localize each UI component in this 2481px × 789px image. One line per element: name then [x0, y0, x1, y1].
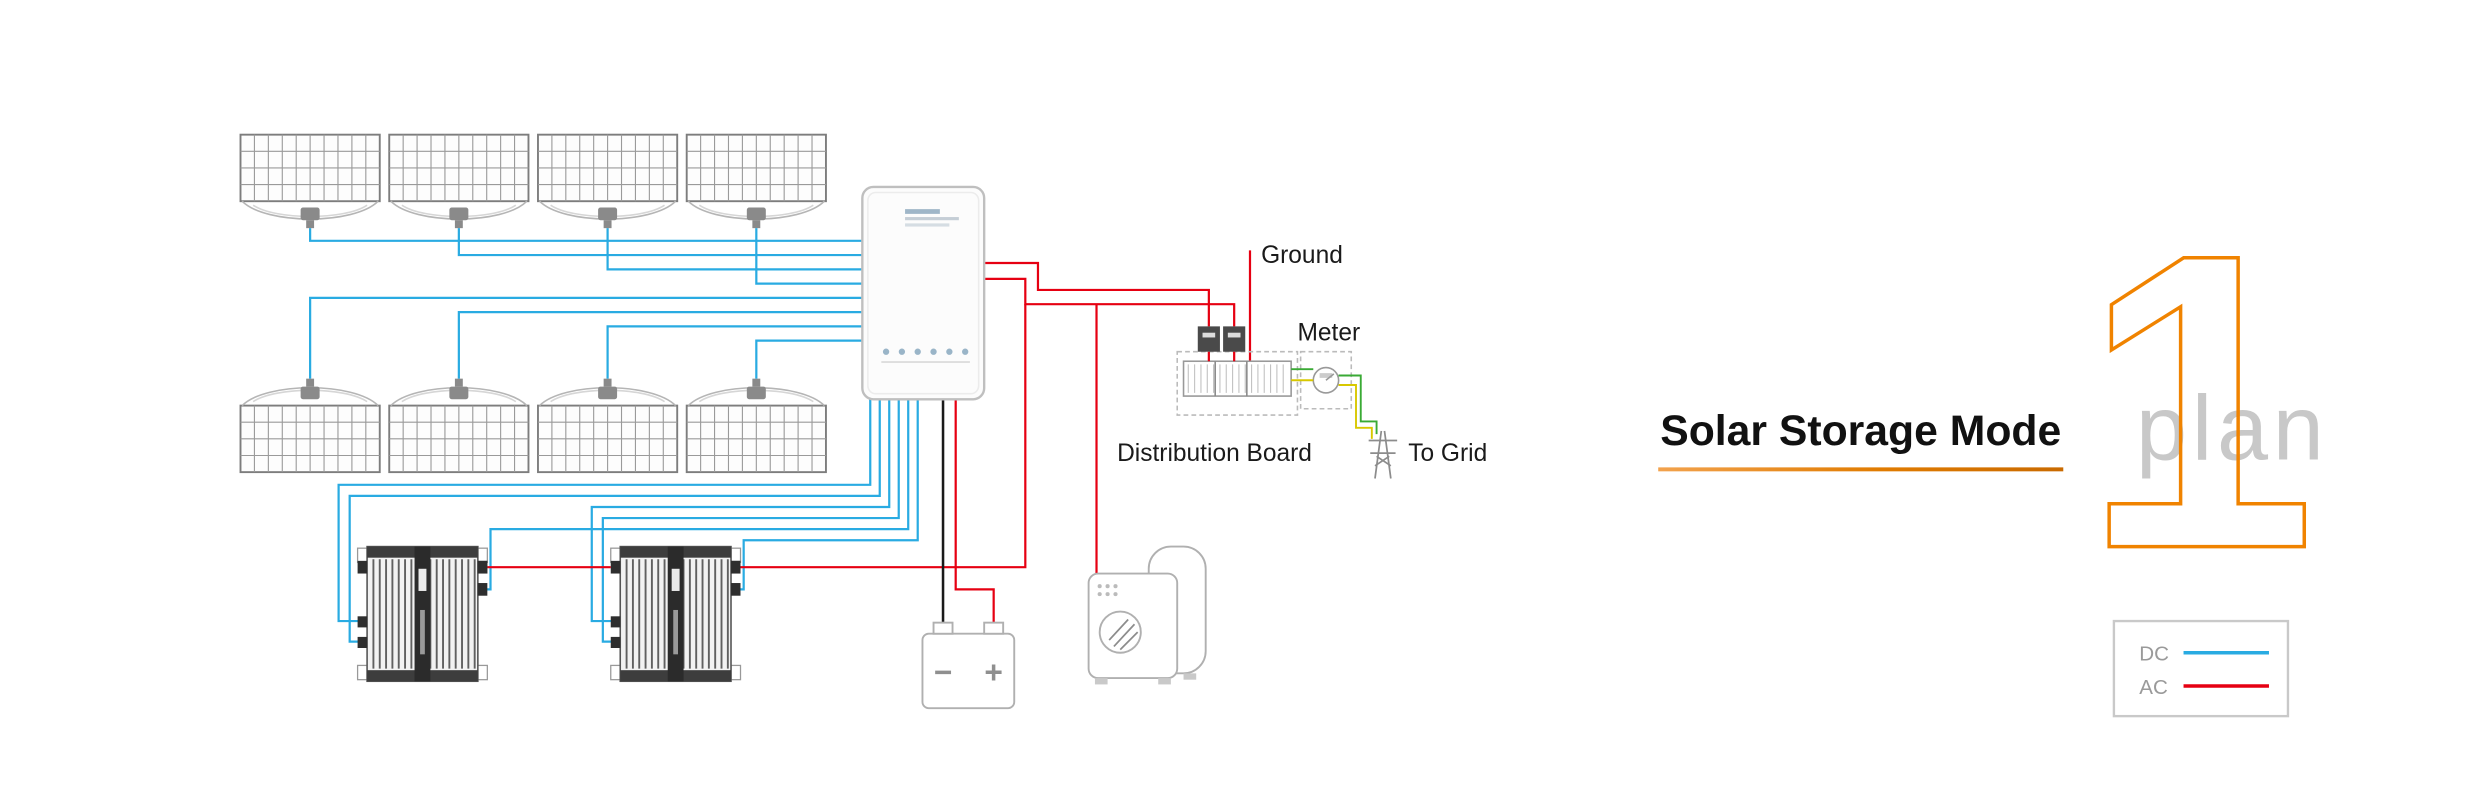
legend-ac-label: AC [2139, 676, 2168, 699]
charge-controllers [356, 545, 742, 683]
dc-wire [348, 399, 881, 643]
distribution-board [1176, 326, 1299, 416]
breakers [1197, 326, 1246, 362]
grid-connection [1338, 374, 1398, 479]
solar-panel [239, 377, 381, 474]
meter-label: Meter [1297, 320, 1360, 347]
ground-label: Ground [1261, 242, 1343, 269]
dc-wire [755, 339, 863, 379]
appliance-door [1098, 610, 1142, 654]
appliance-foot [1183, 673, 1197, 680]
solar-panel [685, 133, 827, 230]
distribution-board-label: Distribution Board [1117, 440, 1312, 467]
solar-panel [239, 133, 381, 230]
dc-wire [457, 228, 863, 257]
appliance-foot [1158, 678, 1171, 685]
page-title: Solar Storage Mode [1660, 407, 2061, 455]
charge-controller [609, 545, 742, 683]
battery: − + [921, 621, 1016, 710]
plan-number: 1 [2083, 166, 2316, 635]
solar-panel [388, 133, 530, 230]
inverter [861, 185, 986, 401]
grid-tower-icon [1368, 430, 1398, 479]
legend-box [2112, 619, 2290, 718]
dc-wire [606, 325, 863, 379]
title-underline [1658, 467, 2064, 472]
dc-wire [457, 311, 863, 379]
appliance-buttons [1097, 584, 1118, 597]
controller-terminal [731, 560, 741, 574]
solar-panel-array [239, 133, 827, 474]
solar-panel [537, 377, 679, 474]
title-block: Solar Storage Mode [1658, 407, 2064, 472]
ac-wire [740, 304, 1027, 569]
plan-badge: plan 1 [2081, 165, 2328, 638]
appliance [1087, 545, 1207, 685]
dc-wire [309, 228, 863, 242]
ac-wire [984, 277, 1236, 327]
legend: DC AC [2112, 619, 2290, 718]
dc-wire [601, 399, 900, 643]
inverter-logo [905, 209, 959, 227]
battery-plus-symbol: + [984, 654, 1002, 690]
to-grid-label: To Grid [1408, 440, 1487, 467]
solar-panel [388, 377, 530, 474]
appliance-door-hatch [1108, 618, 1139, 651]
appliance-foot [1094, 678, 1108, 685]
ac-wiring [487, 250, 1252, 623]
legend-dc-label: DC [2139, 643, 2169, 666]
charge-controller [356, 545, 489, 683]
meter [1291, 350, 1353, 410]
dc-wire [755, 228, 863, 285]
inverter-indicators [881, 348, 970, 363]
controller-terminal [477, 560, 488, 574]
ac-wire [984, 261, 1210, 327]
dc-wire [606, 228, 863, 271]
solar-panel [537, 133, 679, 230]
battery-minus-symbol: − [934, 654, 952, 690]
plan-word: plan [2136, 377, 2328, 479]
battery-positive-cable [954, 399, 995, 623]
solar-panel [685, 377, 827, 474]
dc-wire [337, 399, 872, 623]
dc-wire [590, 399, 891, 623]
dc-wire [309, 296, 863, 379]
